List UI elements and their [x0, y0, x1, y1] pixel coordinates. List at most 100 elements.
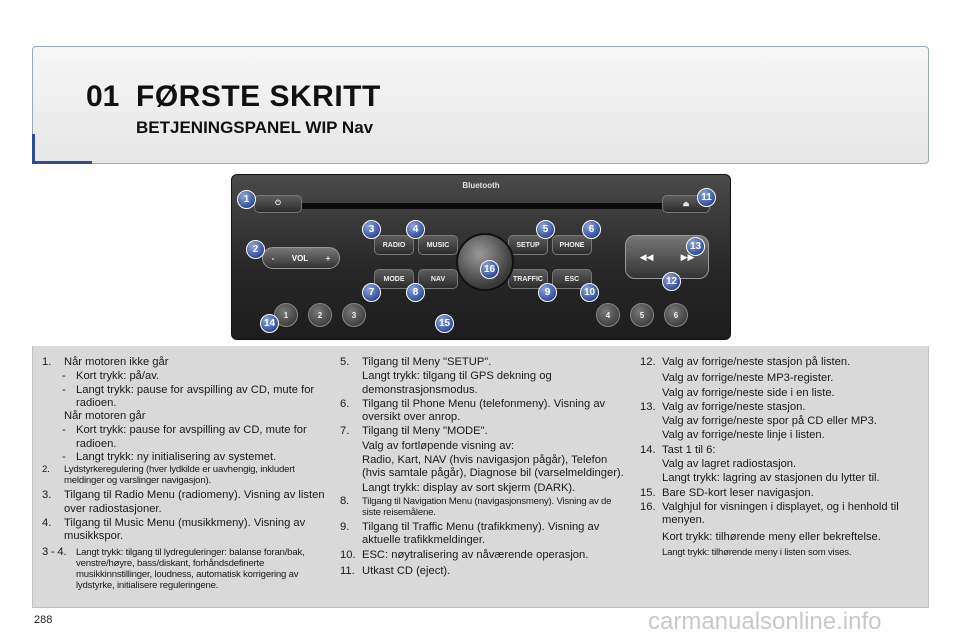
radio-control-panel: Bluetooth ⏻ ⏏ - VOL + RADIO MUSIC SETUP … [231, 174, 731, 340]
item-text: Valg av forrige/neste spor på CD eller M… [662, 415, 877, 428]
item-text: Tast 1 til 6: [662, 443, 716, 456]
header-accent [32, 134, 92, 164]
item-7: 7.Tilgang til Meny "MODE". [340, 425, 630, 438]
item-text: Tilgang til Traffic Menu (trafikkmeny). … [362, 520, 600, 547]
item-number: 9. [340, 520, 350, 533]
item-text: Valg av forrige/neste linje i listen. [662, 429, 825, 442]
esc-button: ESC [552, 269, 592, 289]
mode-button: MODE [374, 269, 414, 289]
radio-button: RADIO [374, 235, 414, 255]
column-1: 1.Når motoren ikke går -Kort trykk: på/a… [42, 356, 327, 592]
item-text: Langt trykk: ny initialisering av system… [76, 451, 277, 464]
item-4: 4. Tilgang til Music Menu (musikkmeny). V… [42, 517, 327, 544]
item-number: 14. [640, 443, 656, 456]
item-text: Når motoren går [64, 410, 146, 423]
item-text: Radio, Kart, NAV (hvis navigasjon pågår)… [362, 454, 624, 480]
item-text: Langt trykk: tilgang til lydreguleringer… [76, 546, 305, 591]
header-box [32, 46, 929, 164]
item-5: 5.Tilgang til Meny "SETUP". [340, 356, 630, 369]
item-text: Tilgang til Music Menu (musikkmeny). Vis… [64, 516, 306, 543]
preset-6-button: 6 [664, 303, 688, 327]
vol-minus: - [271, 253, 275, 263]
item-12-sub: Valg av forrige/neste MP3-register. [640, 372, 925, 385]
vol-plus: + [325, 253, 331, 263]
item-text: Kort trykk: tilhørende meny eller bekref… [662, 530, 881, 543]
item-text: Tilgang til Meny "MODE". [362, 425, 488, 438]
item-1-sub: -Langt trykk: ny initialisering av syste… [62, 451, 277, 464]
volume-control: - VOL + [262, 247, 340, 269]
item-15: 15. Bare SD-kort leser navigasjon. [640, 487, 925, 500]
callout-11: 11 [697, 188, 716, 207]
rewind-icon: ◀◀ [639, 251, 654, 262]
callout-5: 5 [536, 220, 555, 239]
nav-button: NAV [418, 269, 458, 289]
music-button: MUSIC [418, 235, 458, 255]
item-number: 1. [42, 356, 52, 368]
callout-8: 8 [406, 283, 425, 302]
item-number: 2. [42, 464, 50, 476]
callout-6: 6 [582, 220, 601, 239]
item-3: 3.Tilgang til Radio Menu (radiomeny). Vi… [42, 489, 327, 516]
item-number: 8. [340, 494, 349, 507]
power-button: ⏻ [254, 195, 302, 213]
callout-4: 4 [406, 220, 425, 239]
preset-5-button: 5 [630, 303, 654, 327]
item-text: Valg av lagret radiostasjon. [662, 458, 797, 471]
item-text: Langt trykk: tilhørende meny i listen so… [662, 546, 852, 558]
preset-3-button: 3 [342, 303, 366, 327]
item-1-sub: Når motoren går [42, 410, 327, 423]
item-12: 12. Valg av forrige/neste stasjon på list… [640, 356, 925, 369]
item-2: 2. Lydstyrkeregulering (hver lydkilde er … [42, 464, 327, 486]
item-7-sub: Radio, Kart, NAV (hvis navigasjon pågår)… [340, 454, 630, 481]
item-13: 13.Valg av forrige/neste stasjon. [640, 401, 925, 414]
item-11: 11.Utkast CD (eject). [340, 565, 630, 578]
callout-13: 13 [686, 237, 705, 256]
item-number: 13. [640, 400, 656, 413]
item-number: 6. [340, 397, 350, 410]
callout-7: 7 [362, 283, 381, 302]
item-10: 10. ESC: nøytralisering av nåværende oper… [340, 549, 630, 562]
item-text: Bare SD-kort leser navigasjon. [662, 486, 814, 499]
callout-9: 9 [538, 283, 557, 302]
item-16-sub: Langt trykk: tilhørende meny i listen so… [640, 547, 925, 558]
item-14-sub: Valg av lagret radiostasjon. [640, 458, 925, 471]
item-14-sub: Langt trykk: lagring av stasjonen du lyt… [640, 472, 925, 485]
item-1-sub: -Kort trykk: pause for avspilling av CD,… [62, 424, 307, 450]
preset-4-button: 4 [596, 303, 620, 327]
traffic-button: TRAFFIC [508, 269, 548, 289]
item-5-sub: Langt trykk: tilgang til GPS dekning og … [340, 370, 630, 397]
chapter-title: FØRSTE SKRITT [136, 80, 381, 113]
item-text: Når motoren ikke går [64, 356, 169, 368]
item-1-sub: -Langt trykk: pause for avspilling av CD… [62, 383, 315, 409]
item-number: 4. [42, 516, 52, 529]
item-6: 6. Tilgang til Phone Menu (telefonmeny). … [340, 398, 630, 425]
item-text: Tilgang til Meny "SETUP". [362, 356, 492, 368]
watermark: carmanualsonline.info [648, 608, 882, 635]
item-number: 12. [640, 356, 656, 368]
item-text: Valg av forrige/neste stasjon på listen. [662, 356, 851, 368]
item-7-sub: Valg av fortløpende visning av: [340, 440, 630, 453]
item-text: Lydstyrkeregulering (hver lydkilde er ua… [64, 464, 295, 487]
item-text: Tilgang til Navigation Menu (navigasjons… [362, 495, 612, 518]
cd-slot [292, 203, 672, 209]
item-text: ESC: nøytralisering av nåværende operasj… [362, 548, 589, 561]
item-1: 1. Når motoren ikke går [42, 356, 327, 369]
item-text: Langt trykk: pause for avspilling av CD,… [76, 383, 315, 409]
item-16-sub: Kort trykk: tilhørende meny eller bekref… [640, 531, 925, 544]
item-text: Langt trykk: display av sort skjerm (DAR… [362, 481, 576, 494]
item-number: 15. [640, 486, 656, 499]
item-text: Valg av fortløpende visning av: [362, 439, 515, 452]
callout-12: 12 [662, 272, 681, 291]
callout-16: 16 [480, 260, 499, 279]
page-number: 288 [34, 614, 53, 626]
item-number: 16. [640, 500, 656, 513]
item-7-sub: Langt trykk: display av sort skjerm (DAR… [340, 482, 630, 495]
item-14: 14. Tast 1 til 6: [640, 444, 925, 457]
item-text: Tilgang til Phone Menu (telefonmeny). Vi… [362, 397, 606, 424]
column-2: 5.Tilgang til Meny "SETUP". Langt trykk:… [340, 356, 630, 579]
bluetooth-label: Bluetooth [462, 181, 500, 190]
item-number: 3. [42, 489, 52, 502]
vol-label: VOL [291, 253, 309, 263]
callout-1: 1 [237, 190, 256, 209]
item-number: 10. [340, 548, 356, 561]
